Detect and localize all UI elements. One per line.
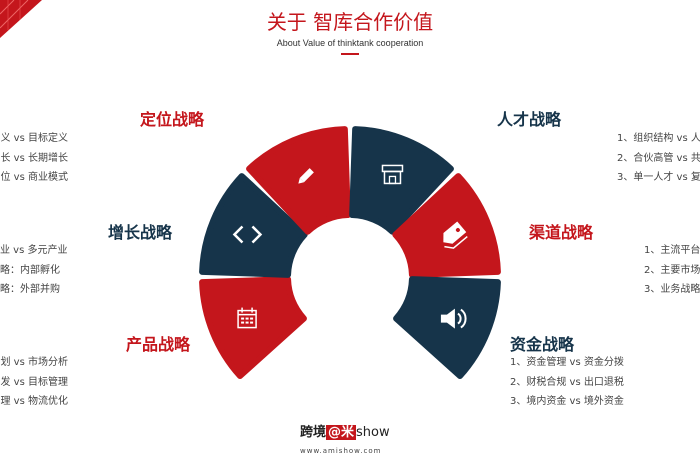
segment-channel: [392, 173, 501, 278]
list-item: 略：外部并购: [0, 284, 60, 295]
tag-icon: [443, 221, 468, 249]
list-item: 2、财税合规 vs 出口退税: [510, 376, 624, 388]
label-positioning: 定位战略: [140, 110, 205, 129]
list-item: 义 vs 目标定义: [0, 133, 69, 144]
page-subtitle: About Value of thinktank cooperation: [276, 38, 424, 48]
calendar-icon: [237, 307, 257, 329]
logo-badge: @米: [326, 425, 357, 440]
segment-shape: [349, 126, 454, 235]
speaker-icon: [440, 308, 467, 329]
segment-positioning: [246, 126, 351, 235]
list-item: 2、合伙高管 vs 共: [617, 152, 700, 164]
logo-text-show: show: [356, 425, 390, 440]
segment-shape: [392, 173, 501, 278]
list-item: 位 vs 商业模式: [0, 172, 69, 183]
segment-talent: [349, 126, 454, 235]
label-growth: 增长战略: [108, 223, 173, 242]
list-item: 理 vs 物流优化: [0, 396, 69, 407]
list-product: 划 vs 市场分析 发 vs 目标管理 理 vs 物流优化: [1, 353, 69, 412]
list-item: 1、组织结构 vs 人: [617, 133, 700, 144]
title-divider: [341, 53, 359, 55]
list-item: 1、主流平台: [644, 245, 700, 256]
segment-shape: [199, 173, 308, 278]
segment-growth: [199, 173, 308, 278]
logo-text: 跨境: [300, 425, 327, 440]
list-item: 长 vs 长期增长: [0, 152, 69, 164]
list-channel: 1、主流平台 2、主要市场 3、业务战略: [644, 241, 700, 300]
label-capital: 资金战略: [510, 335, 575, 354]
corner-decoration: [0, 0, 42, 38]
page-title: 关于 智库合作价值: [266, 10, 434, 34]
label-talent: 人才战略: [497, 110, 562, 129]
list-item: 3、业务战略: [644, 284, 700, 295]
segment-shape: [246, 126, 351, 235]
label-channel: 渠道战略: [529, 223, 594, 242]
list-item: 2、主要市场: [644, 264, 700, 276]
segment-product: [199, 276, 307, 380]
code-icon: [232, 225, 263, 244]
list-item: 3、单一人才 vs 复: [617, 172, 700, 183]
label-product: 产品战略: [126, 335, 191, 354]
list-talent: 1、组织结构 vs 人 2、合伙高管 vs 共 3、单一人才 vs 复: [617, 129, 700, 188]
list-item: 划 vs 市场分析: [0, 357, 69, 368]
list-item: 3、境内资金 vs 境外资金: [510, 396, 624, 407]
list-item: 1、资金管理 vs 资金分拨: [510, 357, 624, 368]
list-item: 发 vs 目标管理: [0, 376, 69, 388]
logo-url: www.amishow.com: [300, 447, 382, 455]
segment-shape: [393, 276, 501, 380]
segment-capital: [393, 276, 501, 380]
list-item: 业 vs 多元产业: [0, 245, 68, 256]
pencil-icon: [298, 168, 314, 184]
list-capital: 1、资金管理 vs 资金分拨 2、财税合规 vs 出口退税 3、境内资金 vs …: [510, 353, 624, 412]
store-icon: [381, 164, 404, 185]
list-item: 略：内部孵化: [0, 264, 60, 276]
list-growth: 业 vs 多元产业 略：内部孵化 略：外部并购: [0, 241, 68, 300]
list-positioning: 义 vs 目标定义 长 vs 长期增长 位 vs 商业模式: [1, 129, 69, 188]
